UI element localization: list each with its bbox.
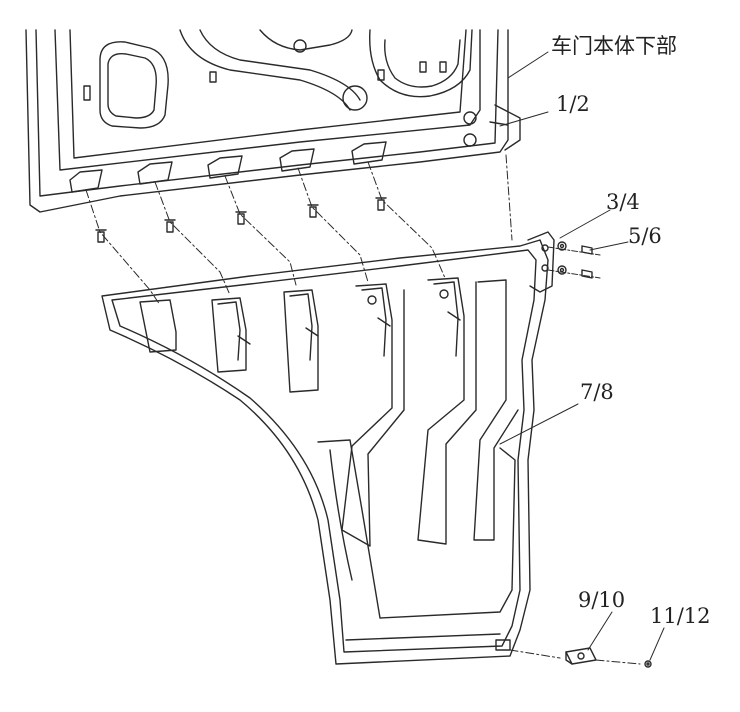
label-part-9-10: 9/10 xyxy=(578,588,626,612)
label-part-1-2: 1/2 xyxy=(556,92,590,116)
bolts-and-washers xyxy=(547,241,601,279)
label-part-11-12: 11/12 xyxy=(650,604,711,628)
door-body-lower xyxy=(25,29,521,213)
leader-lines xyxy=(499,51,665,661)
assembly-center-lines xyxy=(85,154,641,665)
nut-and-screw xyxy=(565,647,652,668)
retaining-clips xyxy=(95,197,387,243)
label-part-5-6: 5/6 xyxy=(628,224,662,248)
lower-trim-panel xyxy=(101,231,555,665)
label-door-lower-body: 车门本体下部 xyxy=(551,34,677,58)
label-part-7-8: 7/8 xyxy=(580,380,614,404)
label-part-3-4: 3/4 xyxy=(606,190,640,214)
